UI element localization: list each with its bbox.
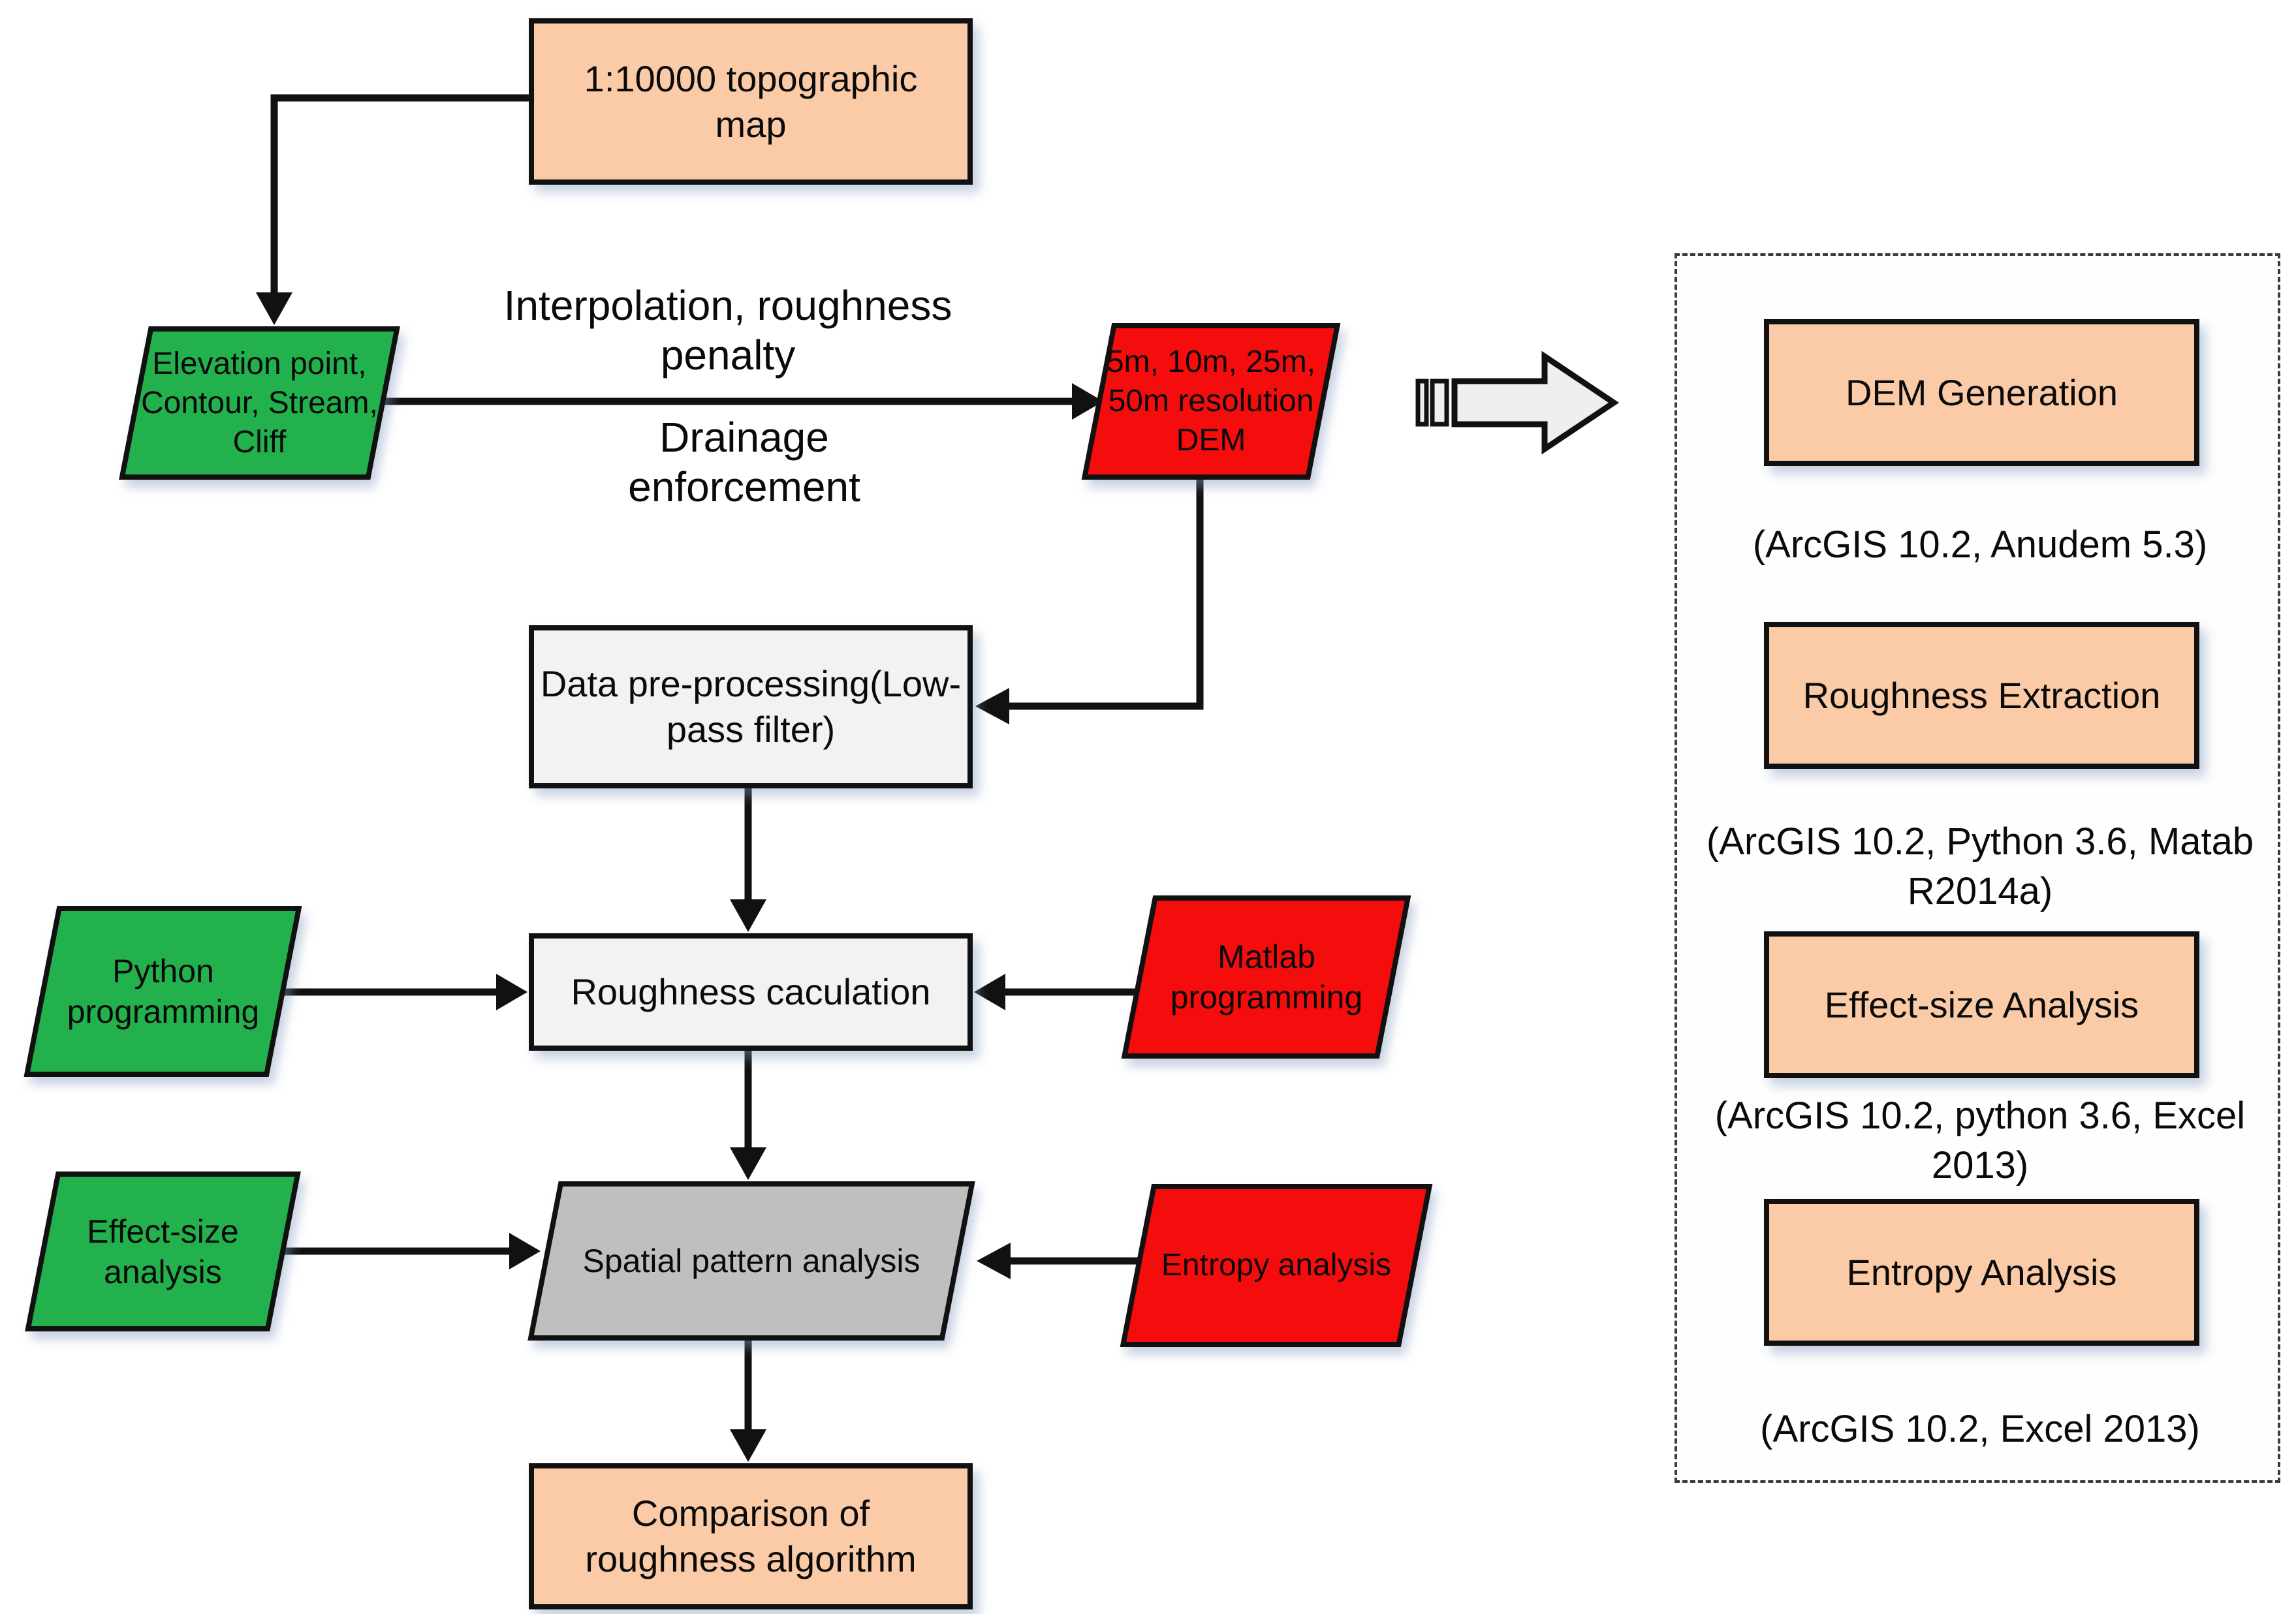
node-elevation-inputs-label: Elevation point, Contour, Stream, Cliff: [141, 346, 378, 459]
node-resolution-dem-label: 5m, 10m, 25m, 50m resolution DEM: [1106, 345, 1316, 458]
panel-caption-entropy-analysis: (ArcGIS 10.2, Excel 2013): [1760, 1408, 2200, 1450]
panel-box-entropy-analysis-label: Entropy Analysis: [1846, 1252, 2117, 1293]
arrow-dem-to-preprocessing: [1009, 478, 1204, 710]
node-topographic-map: 1:10000 topographic map: [529, 18, 973, 185]
label-drainage-enforcement: Drainage enforcement: [628, 414, 860, 510]
panel-box-effect-size-analysis-label: Effect-size Analysis: [1824, 984, 2139, 1025]
node-spatial-pattern-analysis-label: Spatial pattern analysis: [582, 1243, 920, 1279]
arrow-topo-to-inputs: [270, 94, 529, 292]
panel-box-entropy-analysis: Entropy Analysis: [1764, 1199, 2199, 1346]
node-effect-size-analysis-label: Effect-size analysis: [87, 1213, 239, 1290]
panel-box-effect-size-analysis: Effect-size Analysis: [1764, 931, 2199, 1078]
node-data-preprocessing: Data pre-processing(Low-pass filter): [529, 625, 973, 788]
node-comparison-roughness: Comparison of roughness algorithm: [529, 1463, 973, 1609]
node-python-programming-label: Python programming: [67, 953, 259, 1030]
node-effect-size-analysis: Effect-size analysis: [25, 1172, 301, 1331]
node-comparison-roughness-label: Comparison of roughness algorithm: [585, 1493, 917, 1579]
panel-caption-effect-size-analysis: (ArcGIS 10.2, python 3.6, Excel 2013): [1714, 1094, 2246, 1187]
panel-box-dem-generation-label: DEM Generation: [1845, 372, 2118, 413]
node-entropy-analysis-label: Entropy analysis: [1161, 1248, 1392, 1282]
label-interpolation-roughness-penalty: Interpolation, roughness penalty: [503, 282, 952, 379]
node-entropy-analysis: Entropy analysis: [1120, 1184, 1433, 1347]
software-panel: DEM Generation (ArcGIS 10.2, Anudem 5.3)…: [1675, 253, 2280, 1483]
block-arrow-icon: [1415, 350, 1620, 455]
node-data-preprocessing-label: Data pre-processing(Low-pass filter): [540, 663, 962, 750]
panel-caption-roughness-extraction: (ArcGIS 10.2, Python 3.6, Matab R2014a): [1706, 820, 2254, 912]
panel-caption-dem-generation: (ArcGIS 10.2, Anudem 5.3): [1752, 523, 2208, 566]
panel-box-roughness-extraction-label: Roughness Extraction: [1802, 675, 2161, 716]
node-elevation-inputs: Elevation point, Contour, Stream, Cliff: [119, 326, 400, 480]
panel-box-dem-generation: DEM Generation: [1764, 319, 2199, 466]
panel-box-roughness-extraction: Roughness Extraction: [1764, 622, 2199, 769]
node-spatial-pattern-analysis: Spatial pattern analysis: [527, 1181, 975, 1341]
arrowheads: [256, 292, 1103, 1462]
node-matlab-programming: Matlab programming: [1121, 895, 1411, 1059]
node-roughness-calculation-label: Roughness caculation: [571, 971, 931, 1012]
node-roughness-calculation: Roughness caculation: [529, 933, 973, 1051]
node-python-programming: Python programming: [24, 906, 302, 1077]
node-resolution-dem: 5m, 10m, 25m, 50m resolution DEM: [1081, 323, 1341, 480]
node-topographic-map-label: 1:10000 topographic map: [584, 57, 918, 145]
node-matlab-programming-label: Matlab programming: [1170, 939, 1362, 1016]
